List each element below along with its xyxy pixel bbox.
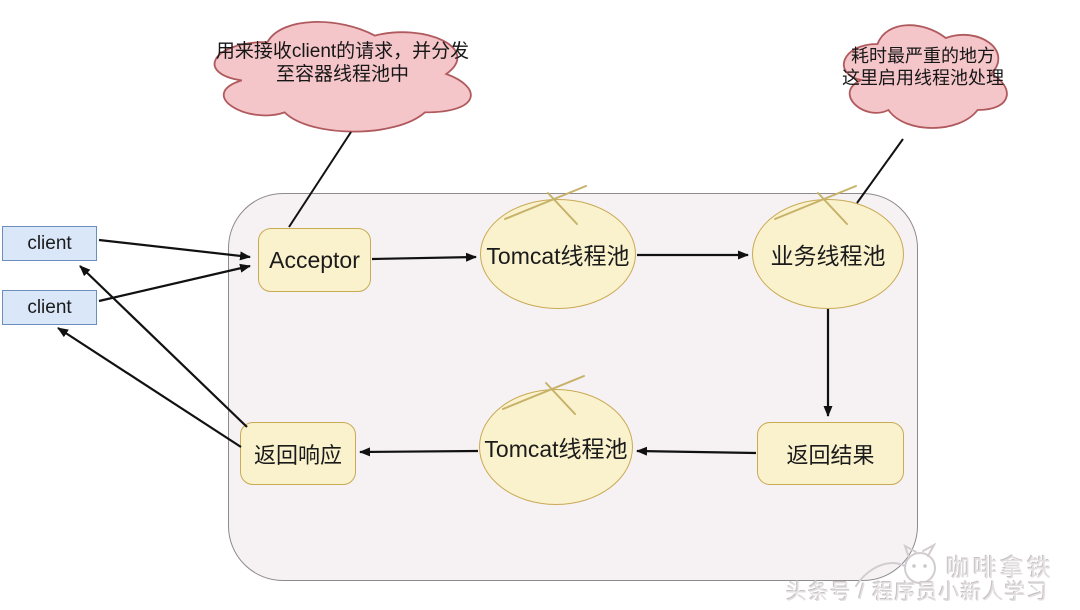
- arrow-response-to-client1: [79, 265, 248, 428]
- client-2-label: client: [27, 296, 72, 318]
- tomcat-pool-bottom-node: Tomcat线程池: [479, 389, 633, 505]
- cloud-accept-note-line2: 至容器线程池中: [275, 64, 409, 86]
- arrow-response-to-client2: [57, 327, 242, 448]
- return-response-node: 返回响应: [240, 422, 356, 485]
- cloud-busy-note-line2: 这里启用线程池处理: [842, 67, 1004, 88]
- watermark-brand: 咖啡拿铁: [946, 555, 1054, 582]
- watermark-credit: 头条号 / 程序员小新人学习: [786, 581, 1049, 604]
- return-result-label: 返回结果: [786, 442, 875, 468]
- acceptor-label: Acceptor: [269, 246, 360, 273]
- business-pool-node: 业务线程池: [752, 199, 904, 309]
- cloud-shape-accept-note: [196, 10, 482, 138]
- client-box-1: client: [2, 226, 97, 261]
- cloud-accept-note-line1: 用来接收client的请求，并分发: [215, 41, 470, 62]
- return-result-node: 返回结果: [757, 422, 904, 485]
- cloud-busy-note: 耗时最严重的地方 这里启用线程池处理: [828, 46, 1018, 90]
- cloud-shape-busy-note: [832, 14, 1014, 134]
- tomcat-pool-top-label: Tomcat线程池: [486, 243, 630, 269]
- tomcat-pool-bottom-label: Tomcat线程池: [484, 436, 628, 462]
- business-pool-label: 业务线程池: [770, 243, 886, 269]
- acceptor-node: Acceptor: [258, 228, 371, 292]
- return-response-label: 返回响应: [253, 442, 342, 468]
- client-box-2: client: [2, 290, 97, 325]
- cloud-busy-note-line1: 耗时最严重的地方: [851, 46, 995, 66]
- cloud-accept-note: 用来接收client的请求，并分发 至容器线程池中: [200, 40, 485, 86]
- watermark-cat-logo: [855, 542, 937, 587]
- client-1-label: client: [27, 232, 72, 254]
- tomcat-pool-top-node: Tomcat线程池: [480, 199, 636, 309]
